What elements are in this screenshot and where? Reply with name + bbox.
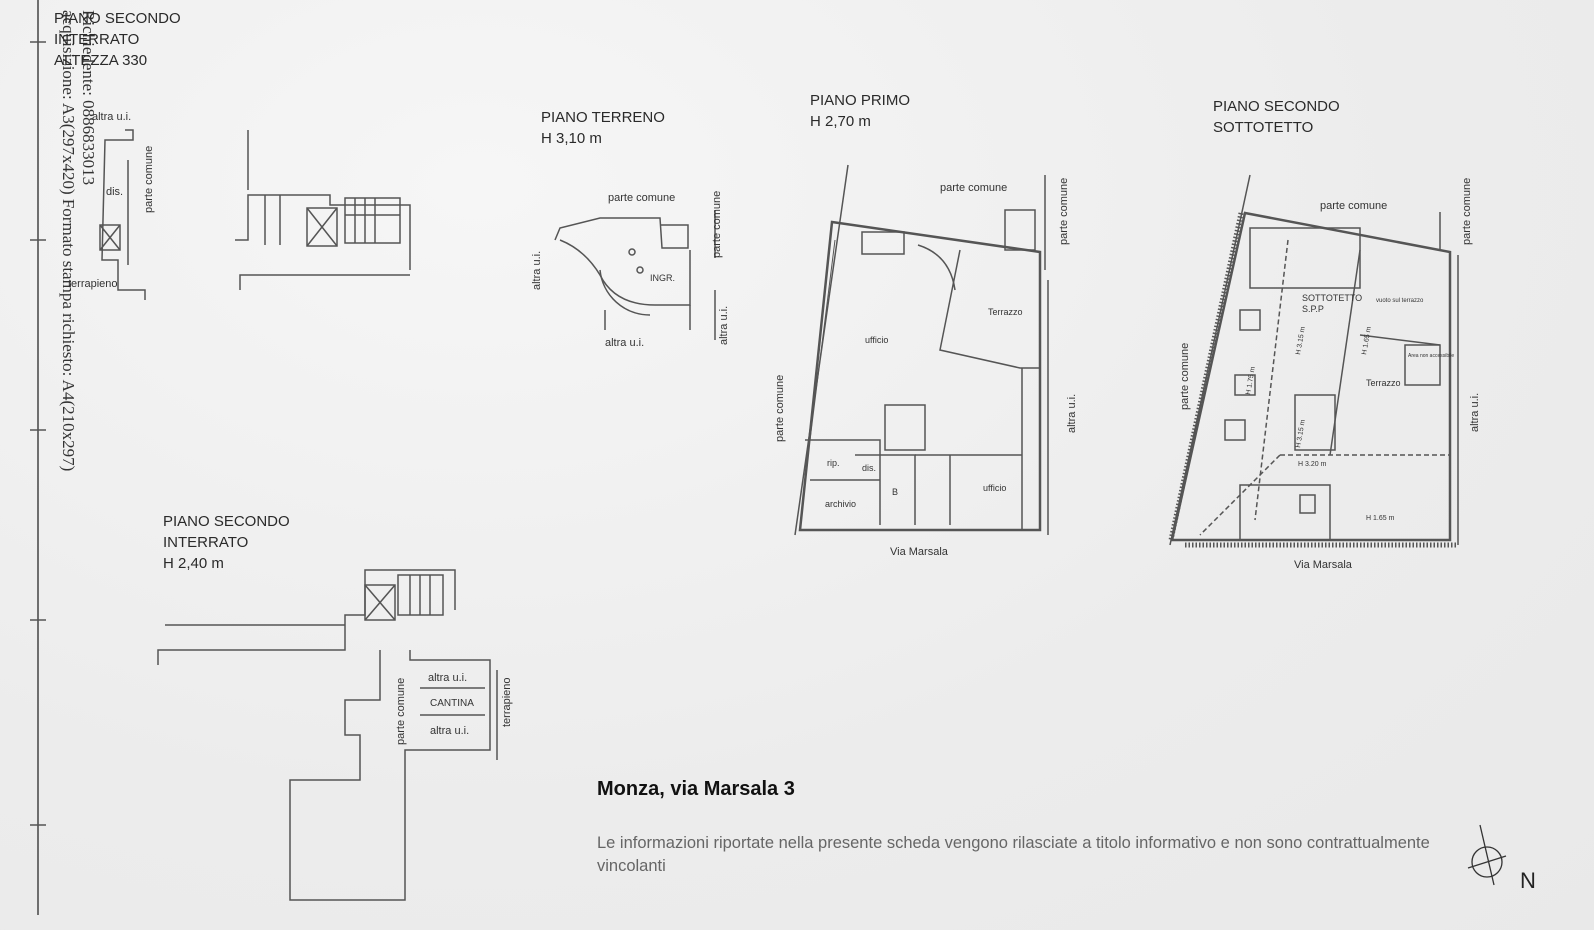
label-terrapieno: terrapieno [501, 677, 513, 727]
label-parte-comune: parte comune [1058, 178, 1070, 245]
plan-title-piano-terreno: PIANO TERRENO H 3,10 m [541, 109, 665, 147]
disclaimer-text: Le informazioni riportate nella presente… [597, 834, 1430, 875]
label-parte-comune: parte comune [940, 182, 1007, 194]
label-sottotetto: SOTTOTETTO [1302, 293, 1362, 303]
plan-title-piano-primo: PIANO PRIMO H 2,70 m [810, 92, 911, 130]
label-via-marsala: Via Marsala [890, 546, 949, 558]
north-arrow-icon [1467, 824, 1507, 886]
label-altra-ui: altra u.i. [531, 251, 543, 290]
label-parte-comune: parte comune [608, 192, 675, 204]
label-parte-comune: parte comune [395, 678, 407, 745]
plan-title-top-left: PIANO SECONDO INTERRATO ALTEZZA 330 [54, 10, 181, 69]
label-height: H 1.75 m [1245, 366, 1257, 395]
label-altra-ui: altra u.i. [1066, 394, 1078, 433]
label-height: H 3.15 m [1295, 419, 1307, 448]
plan-piano-terreno [554, 210, 716, 340]
label-terrazzo: Terrazzo [988, 307, 1023, 317]
label-height: H 3.15 m [1295, 326, 1307, 355]
label-parte-comune: parte comune [1179, 343, 1191, 410]
north-label: N [1520, 868, 1536, 893]
label-area-non-accessibile: Area non accessibile [1408, 353, 1454, 359]
label-altra-ui: altra u.i. [92, 111, 131, 123]
label-ingresso: INGR. [650, 273, 675, 283]
label-parte-comune: parte comune [1320, 200, 1387, 212]
label-bagno: B [892, 487, 898, 497]
label-altra-ui: altra u.i. [605, 337, 644, 349]
label-parte-comune: parte comune [774, 375, 786, 442]
label-dis: dis. [106, 186, 123, 198]
label-height: H 1.65 m [1366, 515, 1395, 522]
label-parte-comune: parte comune [1461, 178, 1473, 245]
label-altra-ui: altra u.i. [1469, 393, 1481, 432]
label-altra-ui: altra u.i. [430, 725, 469, 737]
label-terrazzo: Terrazzo [1366, 378, 1401, 388]
plan-top-left [99, 129, 411, 300]
plan-title-piano-interrato: PIANO SECONDO INTERRATO H 2,40 m [163, 513, 290, 572]
plan-piano-sottotetto [1168, 174, 1459, 548]
plan-piano-primo [794, 164, 1049, 536]
label-ufficio: ufficio [983, 483, 1006, 493]
label-spp: S.P.P [1302, 304, 1324, 314]
label-terrapieno: terrapieno [68, 278, 118, 290]
plan-title-piano-sottotetto: PIANO SECONDO SOTTOTETTO [1213, 98, 1340, 136]
label-via-marsala: Via Marsala [1294, 559, 1353, 571]
label-altra-ui: altra u.i. [718, 306, 730, 345]
label-altra-ui: altra u.i. [428, 672, 467, 684]
label-vuoto-terrazzo: vuoto sul terrazzo [1376, 298, 1424, 304]
label-ripostiglio: rip. [827, 458, 840, 468]
label-parte-comune: parte comune [711, 191, 723, 258]
label-dis: dis. [862, 463, 876, 473]
label-archivio: archivio [825, 499, 856, 509]
label-ufficio: ufficio [865, 335, 888, 345]
label-height: H 1.65 m [1361, 326, 1373, 355]
property-address-title: Monza, via Marsala 3 [597, 778, 795, 800]
plan-piano-interrato [157, 569, 498, 901]
label-parte-comune: parte comune [143, 146, 155, 213]
label-cantina: CANTINA [430, 698, 474, 709]
label-height: H 3.20 m [1298, 461, 1327, 468]
